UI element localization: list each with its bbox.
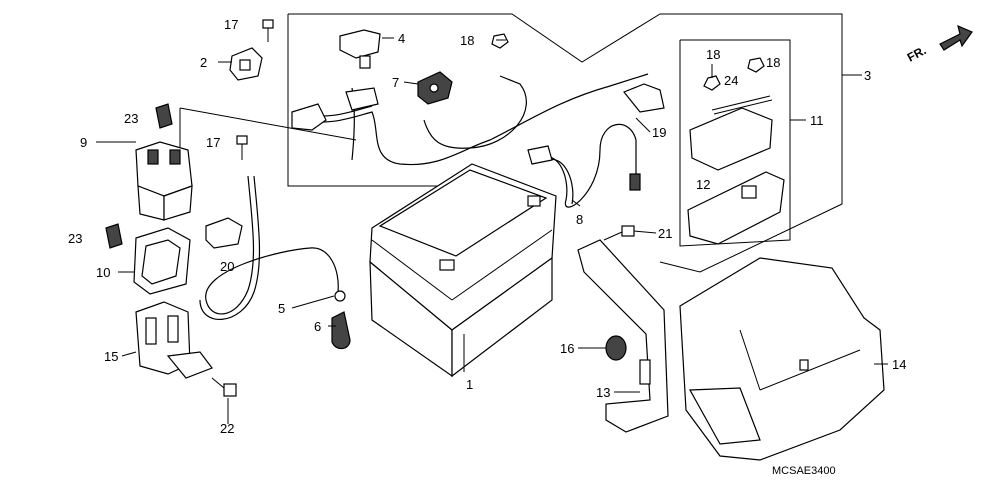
group-outline-3	[287, 13, 862, 273]
terminal-cover-6	[331, 311, 351, 350]
callout-8: 8	[576, 212, 583, 227]
group-outline-9	[179, 107, 357, 150]
main-harness-cable	[299, 73, 649, 166]
callout-16: 16	[560, 341, 574, 356]
battery	[369, 163, 557, 378]
callout-4: 4	[398, 31, 405, 46]
leader-lines	[96, 37, 888, 424]
bolt-17-middle	[236, 135, 248, 160]
callout-5: 5	[278, 301, 285, 316]
drawing-code: MCSAE3400	[772, 465, 836, 477]
callout-2: 2	[200, 55, 207, 70]
battery-case-14	[679, 257, 885, 461]
bolt-22	[211, 377, 237, 397]
callout-17-top: 17	[224, 17, 238, 32]
cover-4	[339, 29, 381, 69]
clamp-20	[205, 217, 243, 249]
positive-cable-8	[527, 123, 641, 208]
callout-labels: 1 2 3 4 5 6 7 8 9 10 11 12 13 14 15 16 1…	[68, 17, 906, 436]
negative-cable-5	[199, 175, 346, 320]
callout-11: 11	[810, 113, 824, 128]
callout-18-top: 18	[460, 33, 474, 48]
callout-23-lower: 23	[68, 231, 82, 246]
callout-7: 7	[392, 75, 399, 90]
grommet-16	[605, 335, 627, 361]
bolt-17-top	[262, 19, 274, 42]
starter-relay-9	[135, 141, 193, 221]
bracket-15	[135, 301, 213, 379]
bolt-18-panel-left	[703, 75, 721, 91]
bolt-18-panel-right	[747, 57, 765, 73]
callout-23-top: 23	[124, 111, 138, 126]
front-direction-indicator: FR.	[905, 24, 973, 65]
battery-bracket-13	[577, 239, 669, 433]
callout-24: 24	[724, 73, 738, 88]
callout-9: 9	[80, 135, 87, 150]
callout-12: 12	[696, 177, 710, 192]
connector-7	[417, 71, 453, 105]
callout-17-middle: 17	[206, 135, 220, 150]
bolt-21	[603, 225, 657, 241]
harness-connector-left	[291, 87, 379, 131]
callout-15: 15	[104, 349, 118, 364]
front-label: FR.	[905, 43, 929, 64]
callout-14: 14	[892, 357, 906, 372]
callout-1: 1	[466, 377, 473, 392]
relay-holder-10	[133, 227, 191, 295]
front-arrow-icon	[939, 24, 973, 51]
callout-10: 10	[96, 265, 110, 280]
callout-3: 3	[864, 68, 871, 83]
fuse-box-12	[687, 107, 785, 245]
callout-19: 19	[652, 125, 666, 140]
callout-21: 21	[658, 226, 672, 241]
bolt-18-top	[491, 33, 509, 49]
harness-clamp-19	[623, 83, 665, 113]
fuse-23-top	[155, 103, 173, 129]
fuse-strip-24	[711, 95, 773, 115]
callout-13: 13	[596, 385, 610, 400]
fuse-23-lower	[105, 223, 123, 249]
callout-18-panel-right: 18	[766, 55, 780, 70]
fuse-holder-2	[229, 47, 263, 81]
callout-22: 22	[220, 421, 234, 436]
callout-20: 20	[220, 259, 234, 274]
group-outline-11	[679, 39, 806, 247]
callout-18-panel-left: 18	[706, 47, 720, 62]
callout-6: 6	[314, 319, 321, 334]
